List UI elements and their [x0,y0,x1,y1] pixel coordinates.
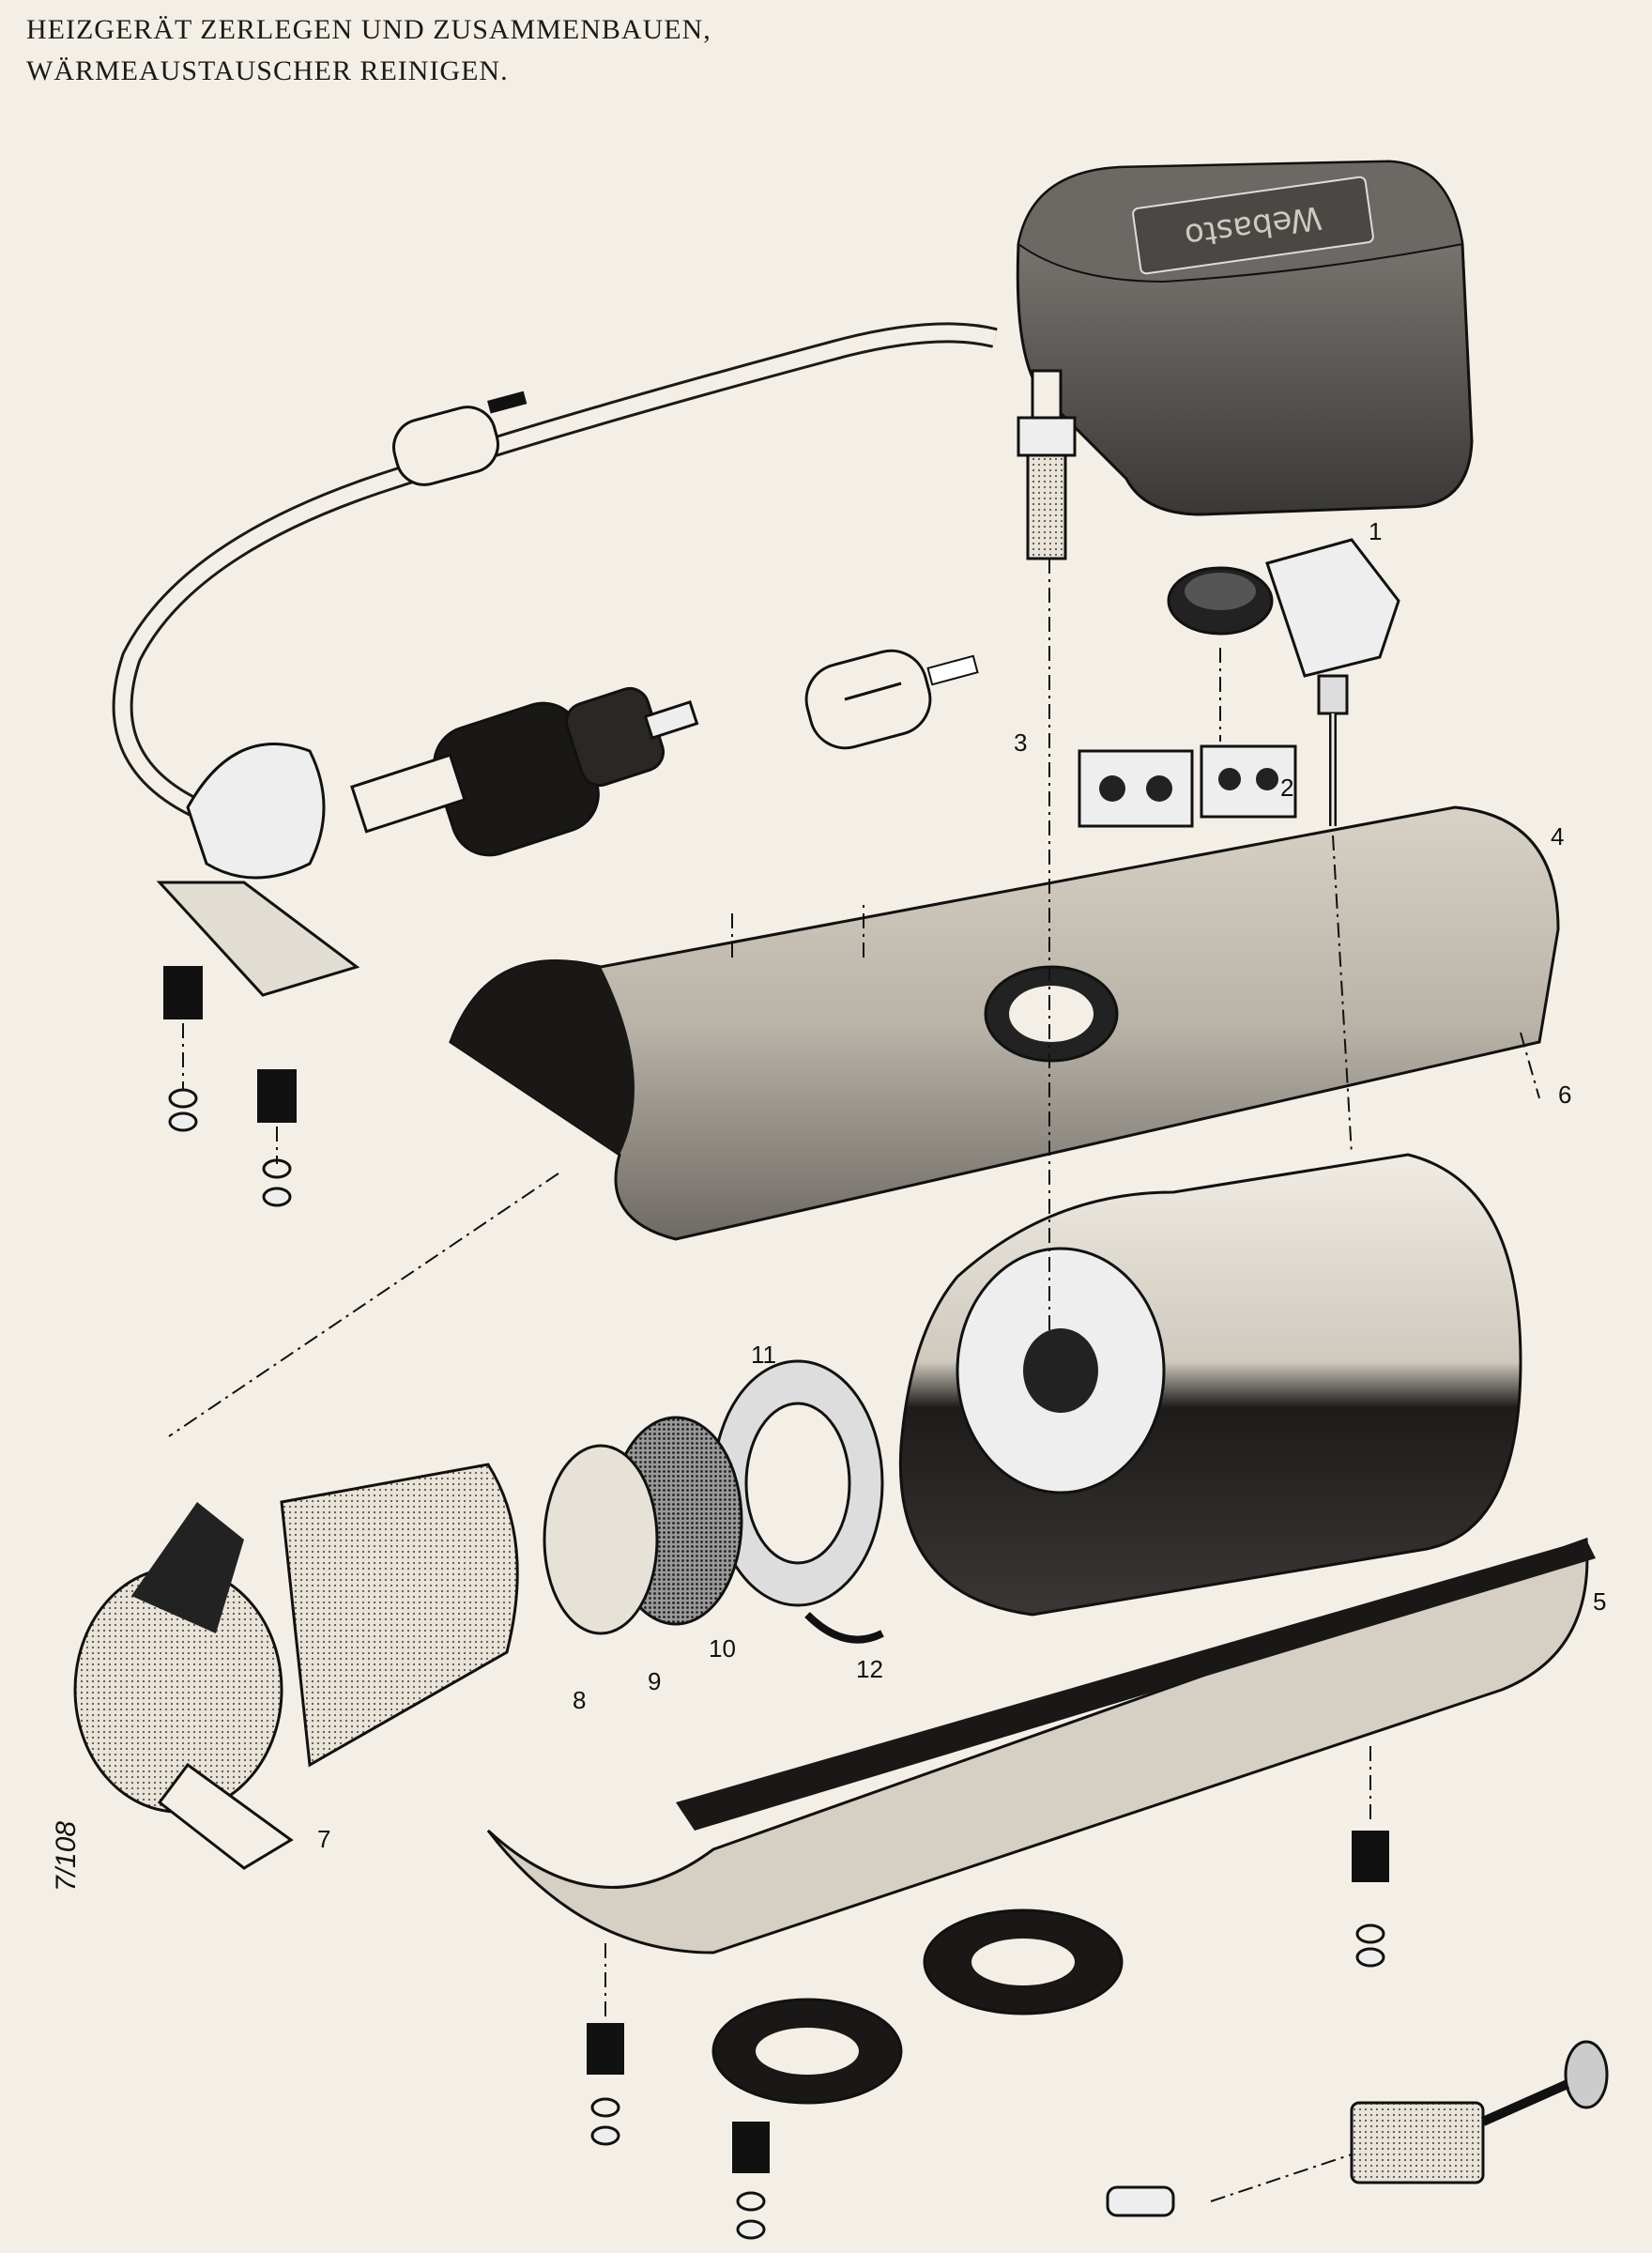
callout-10: 10 [709,1634,736,1663]
figure-number: 7/108 [51,1821,82,1892]
heat-exchanger [898,1153,1522,1617]
fuel-filter [804,649,979,750]
lower-gasket-2 [711,1998,903,2105]
callout-7: 7 [317,1825,330,1853]
fuel-hose [112,322,998,827]
callout-5: 5 [1593,1587,1606,1616]
callout-1: 1 [1369,517,1382,545]
rubber-mount-left-1 [163,966,203,1132]
inline-fuel-filter [392,391,528,486]
terminal-block-2 [1200,744,1297,819]
callout-3: 3 [1014,728,1027,757]
fuel-pump [350,686,699,857]
rubber-mount-right [1352,1831,1389,1968]
terminal-block-3 [1078,749,1194,828]
callout-6: 6 [1558,1081,1571,1109]
pump-bracket [156,743,360,997]
glow-plug [1017,369,1077,560]
title-line-1: HEIZGERÄT ZERLEGEN UND ZUSAMMENBAUEN, [26,14,711,45]
page-title: HEIZGERÄT ZERLEGEN UND ZUSAMMENBAUEN, WÄ… [26,9,711,92]
blower-motor [73,1463,519,1870]
callout-12: 12 [856,1655,883,1683]
lower-housing-shell [486,1537,1596,1954]
sensor-cap [1167,566,1274,636]
pull-switch [1106,2040,1609,2217]
callout-4: 4 [1551,822,1564,851]
rubber-mount-left-2 [257,1069,297,1207]
thermostat-switch [1265,538,1400,826]
callout-9: 9 [648,1667,661,1695]
combustion-parts [543,1359,884,1644]
callout-2: 2 [1280,774,1293,802]
control-box-cover: Webasto [1016,160,1474,516]
title-line-2: WÄRMEAUSTAUSCHER REINIGEN. [26,55,509,86]
rubber-mount-bottom-1 [587,2023,624,2146]
lower-gasket-1 [923,1908,1124,2015]
rubber-mount-bottom-2 [732,2122,770,2240]
upper-housing-shell [449,805,1560,1241]
callout-8: 8 [573,1686,586,1714]
assembly-guide-lines [168,559,1540,2202]
callout-11: 11 [751,1341,776,1369]
